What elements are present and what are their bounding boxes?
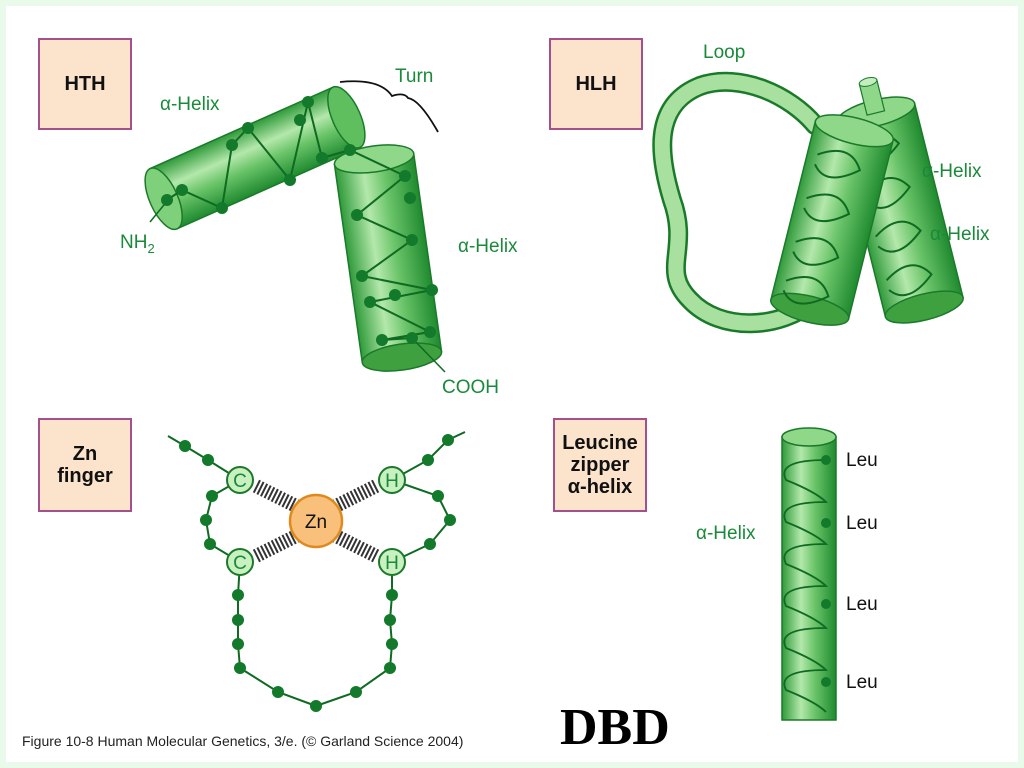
hth-turn-bracket [339,80,439,133]
hth-box: HTH [38,38,132,130]
hlh-motif: Loop α-Helix α-Helix [652,42,990,334]
leu-label-3: Leu [846,594,878,615]
hlh-helix-label-1: α-Helix [922,161,982,182]
hth-c-terminus: COOH [442,377,499,398]
leu-label-2: Leu [846,513,878,534]
leu-label-1: Leu [846,450,878,471]
leu-dot-2 [821,518,831,528]
zn-residue-h2: H [378,548,406,576]
zn-backbone [167,431,466,708]
leucine-zipper-box: Leucine zipper α-helix [553,418,647,512]
hth-helix-label-1: α-Helix [160,94,220,115]
hlh-box-label: HLH [575,73,617,95]
zn-box-line2: finger [57,465,113,487]
zn-residues [179,434,456,712]
zn-ion: Zn [288,493,344,549]
svg-text:C: C [233,471,247,492]
zn-residue-c1: C [226,466,254,494]
svg-text:Zn: Zn [305,512,327,533]
svg-text:H: H [385,471,399,492]
hlh-loop-label: Loop [703,42,745,63]
zn-residue-c2: C [226,548,254,576]
zn-residue-h1: H [378,466,406,494]
zn-finger-box: Zn finger [38,418,132,512]
leu-box-line2: zipper [570,454,630,476]
zn-finger-motif: C C H H Zn [167,431,466,712]
hth-turn-label: Turn [395,66,433,87]
hth-motif: Turn α-Helix α-Helix NH2 COOH [120,66,518,398]
svg-text:C: C [233,553,247,574]
leucine-zipper-motif: Leu Leu Leu Leu α-Helix [696,427,878,721]
figure-caption: Figure 10-8 Human Molecular Genetics, 3/… [22,733,464,749]
hth-residues [161,96,438,346]
overlay-title: DBD [560,699,670,756]
leu-helix-coil [783,459,829,713]
leu-dot-3 [821,599,831,609]
leu-dot-1 [821,455,831,465]
leu-helix-label: α-Helix [696,523,756,544]
hlh-helix-label-2: α-Helix [930,224,990,245]
zn-bonds [252,479,380,563]
hth-n-terminus: NH2 [120,232,155,256]
leu-box-line3: α-helix [567,476,633,498]
svg-text:H: H [385,553,399,574]
hlh-helix-front [770,114,894,326]
hth-helix-label-2: α-Helix [458,236,518,257]
leu-box-line1: Leucine [562,432,638,454]
leu-dot-4 [821,677,831,687]
hth-backbone [166,101,434,341]
leu-label-4: Leu [846,672,878,693]
hlh-box: HLH [549,38,643,130]
hth-box-label: HTH [64,73,106,95]
zn-box-line1: Zn [72,443,98,465]
